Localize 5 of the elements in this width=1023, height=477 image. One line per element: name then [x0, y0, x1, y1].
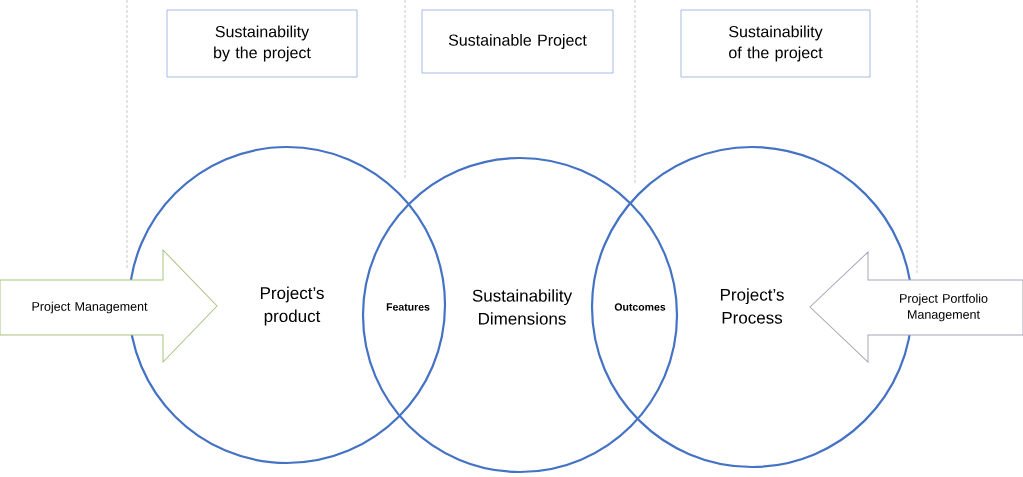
- overlap-label: Features: [386, 303, 430, 311]
- text-box: Sustainable Project: [421, 9, 614, 74]
- text-box: Sustainability of the project: [680, 9, 871, 78]
- text-box: Sustainability by the project: [166, 9, 358, 78]
- overlap-label: Outcomes: [614, 303, 666, 311]
